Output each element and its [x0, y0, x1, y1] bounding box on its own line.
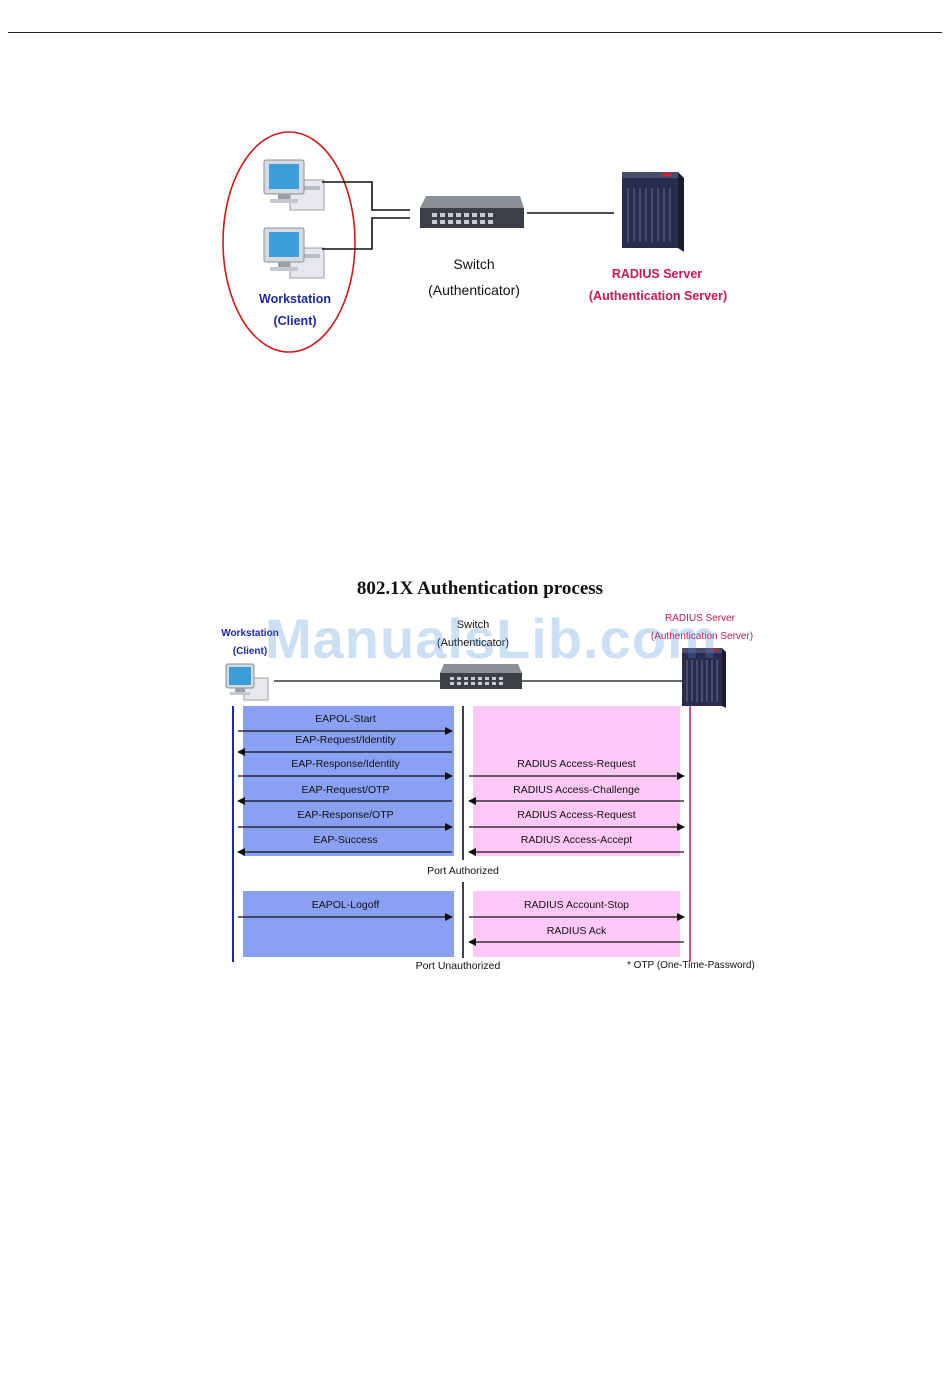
cable-line [322, 217, 410, 250]
client-group-ellipse [222, 131, 356, 353]
workstation-icon [263, 227, 325, 279]
switch-label: Switch [456, 619, 490, 631]
workstation-label: Workstation [259, 292, 331, 306]
switch-icon [440, 664, 522, 689]
radius-server-label: RADIUS Server [611, 267, 703, 281]
server-rack-icon [622, 172, 684, 252]
workstation-icon [225, 663, 269, 701]
message-label: EAP-Request/OTP [301, 784, 390, 796]
topology-diagram [222, 131, 684, 353]
message-label: EAP-Response/Identity [291, 758, 400, 770]
workstation-sublabel: (Client) [273, 314, 317, 328]
server-panel [473, 891, 680, 957]
message-label: RADIUS Account-Stop [523, 899, 630, 911]
top-rule [8, 32, 942, 33]
workstation-icon [263, 159, 325, 211]
cable-line [322, 181, 410, 211]
diagram-title: 802.1X Authentication process [356, 578, 604, 599]
workstation-label: Workstation [221, 628, 279, 639]
workstation-sublabel: (Client) [232, 646, 268, 657]
radius-server-sublabel: (Authentication Server) [588, 289, 728, 303]
authentication-sequence-diagram [225, 648, 726, 962]
radius-server-label: RADIUS Server [664, 613, 735, 624]
message-label: RADIUS Access-Request [517, 809, 636, 821]
switch-label: Switch [453, 256, 495, 272]
message-label: RADIUS Access-Accept [520, 834, 633, 846]
switch-sublabel: (Authenticator) [436, 637, 510, 649]
footnote: * OTP (One-Time-Password) [627, 960, 755, 971]
message-label: EAPOL-Start [315, 713, 376, 725]
message-label: RADIUS Access-Request [517, 758, 636, 770]
message-label: EAPOL-Logoff [311, 899, 380, 911]
server-rack-icon [682, 648, 726, 708]
message-label: RADIUS Access-Challenge [513, 784, 640, 796]
port-unauthorized-label: Port Unauthorized [415, 960, 501, 972]
message-label: RADIUS Ack [546, 925, 607, 937]
server-panel [473, 706, 680, 856]
port-authorized-label: Port Authorized [427, 865, 499, 877]
message-label: EAP-Success [313, 834, 378, 846]
client-panel [243, 891, 454, 957]
message-label: EAP-Response/OTP [297, 809, 394, 821]
switch-icon [420, 196, 524, 228]
radius-server-sublabel: (Authentication Server) [650, 631, 754, 642]
watermark: ManualsLib.com [265, 607, 718, 670]
switch-sublabel: (Authenticator) [428, 282, 520, 298]
message-label: EAP-Request/Identity [295, 734, 396, 746]
